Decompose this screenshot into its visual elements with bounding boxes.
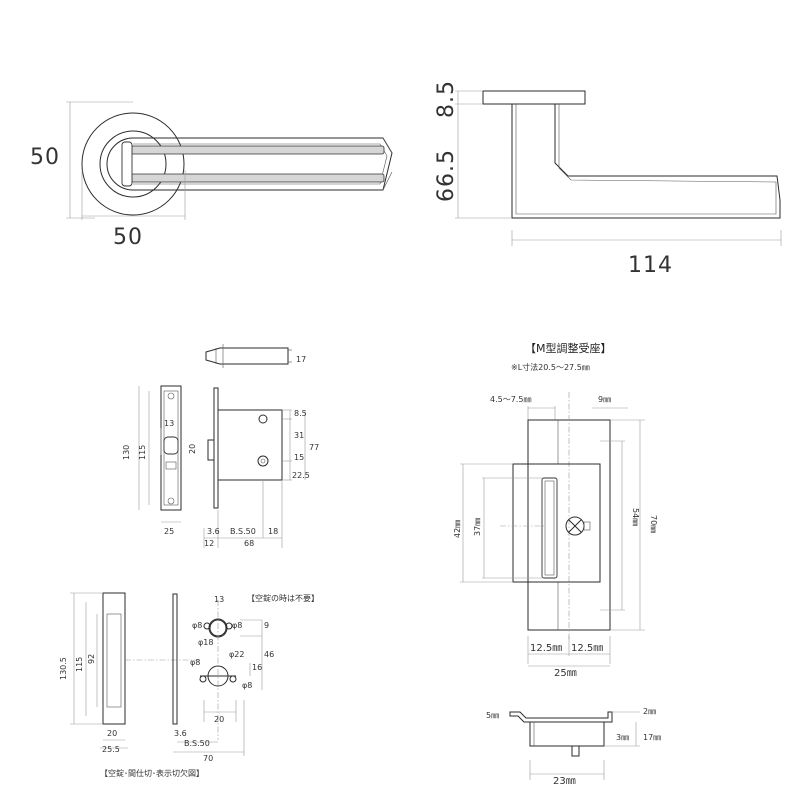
- cutout-caption: 【空錠･間仕切･表示切欠図】: [100, 768, 204, 778]
- lever-side-view: 8.5 66.5 114: [434, 80, 782, 278]
- dim-phi8-c: φ8: [190, 658, 200, 667]
- dim-phi18: φ18: [198, 638, 213, 647]
- dim-front-thickness: 12: [204, 539, 214, 548]
- dim-side-3: 3㎜: [616, 733, 629, 742]
- dim-backset: B.S.50: [230, 527, 256, 536]
- dim-face-thickness: 3.6: [207, 527, 220, 536]
- dim-lever-length: 114: [628, 253, 673, 278]
- dim-16: 16: [252, 663, 262, 672]
- latch-bolt: [205, 347, 289, 365]
- dim-strike-13: 13: [164, 419, 174, 428]
- cutout-face: [102, 592, 126, 725]
- dim-46: 46: [264, 650, 274, 659]
- lock-front-edge: [213, 387, 219, 509]
- dim-bottom-offset: 22.5: [292, 471, 310, 480]
- dim-range: 4.5～7.5㎜: [490, 395, 531, 404]
- dim-70mm: 70㎜: [649, 515, 658, 533]
- dim-lever-height: 66.5: [434, 149, 459, 202]
- dim-strike-9: 9㎜: [598, 395, 611, 404]
- dim-37: 37㎜: [473, 518, 482, 536]
- strike-title: 【M型調整受座】: [525, 341, 612, 355]
- mortise-lock-drawing: 17 130 115 13 20 25 8.5 31 77 15 22.5: [122, 344, 319, 548]
- rose-outer: [81, 112, 185, 216]
- dim-130-5: 130.5: [59, 657, 68, 680]
- lever-groove-top: [125, 145, 385, 155]
- strike-note: ※L寸法20.5～27.5㎜: [511, 362, 590, 372]
- dim-backset-cutout: B.S.50: [184, 739, 210, 748]
- rose-inner: [99, 130, 167, 198]
- cutout-edge: [172, 593, 178, 725]
- dim-phi8-b: φ8: [232, 621, 242, 630]
- dim-13: 13: [214, 595, 224, 604]
- dim-spindle-offset: 31: [294, 431, 304, 440]
- lock-case: [217, 409, 283, 481]
- dim-phi22: φ22: [229, 650, 244, 659]
- dim-rose-width: 50: [113, 225, 143, 250]
- dim-9: 9: [264, 621, 269, 630]
- dim-side-17: 17㎜: [643, 733, 661, 742]
- dim-115: 115: [75, 657, 84, 672]
- dim-width-20-left: 20: [107, 729, 117, 738]
- dim-cylinder-offset: 15: [294, 453, 304, 462]
- strike-plate-drawing: 【M型調整受座】 ※L寸法20.5～27.5㎜ 4.5～7.5㎜ 9㎜ 42㎜ …: [453, 341, 661, 787]
- lever-inner-line: [133, 143, 388, 185]
- lever-side-profile: [511, 104, 781, 219]
- dim-25-5: 25.5: [102, 745, 120, 754]
- dim-half-left: 12.5㎜: [530, 643, 562, 654]
- lever-front-view: 50 50: [30, 101, 393, 250]
- dim-92: 92: [87, 654, 96, 664]
- strike-inner-plate: [512, 463, 601, 583]
- strike-side-flange: [509, 711, 613, 723]
- dim-phi8-d: φ8: [242, 681, 252, 690]
- dim-case-depth: 68: [244, 539, 254, 548]
- dim-phi8-a: φ8: [192, 621, 202, 630]
- latch-opening: [163, 436, 179, 455]
- rose-side: [482, 90, 586, 105]
- dim-side-23: 23㎜: [553, 776, 576, 787]
- spindle-hole: [258, 414, 268, 424]
- lever-handle: [106, 137, 393, 191]
- dim-tail: 18: [268, 527, 278, 536]
- dim-half-right: 12.5㎜: [571, 643, 603, 654]
- dim-rose-projection: 8.5: [434, 80, 459, 118]
- dim-rose-height: 50: [30, 145, 60, 170]
- lever-neck: [121, 141, 133, 187]
- dim-3-6: 3.6: [174, 729, 187, 738]
- dim-overall-height: 77: [309, 443, 319, 452]
- dim-face-height: 130: [122, 445, 131, 460]
- cylinder-hole: [257, 455, 269, 467]
- dim-side-2: 2㎜: [643, 707, 656, 716]
- dim-bolt-projection: 17: [296, 355, 306, 364]
- dim-42: 42㎜: [453, 520, 462, 538]
- dim-70: 70: [203, 754, 213, 763]
- strike-side-box: [529, 721, 605, 747]
- dim-side-5: 5㎜: [486, 711, 499, 720]
- lever-groove-bottom: [125, 173, 385, 183]
- dim-face-width: 25: [164, 527, 174, 536]
- dim-width-20-right: 20: [214, 715, 224, 724]
- cutout-spindle: [209, 619, 227, 637]
- dim-25: 25㎜: [554, 668, 577, 679]
- dim-strike-20: 20: [188, 444, 197, 454]
- dim-case-height: 115: [138, 445, 147, 460]
- dim-54: 54㎜: [631, 508, 640, 526]
- strike-opening: [541, 477, 558, 579]
- label-not-needed: 【空錠の時は不要】: [247, 593, 319, 603]
- dim-top-offset: 8.5: [294, 409, 307, 418]
- cutout-drawing: 130.5 115 92 20 25.5 【空錠の時は不要】 13 φ8 φ8 …: [59, 592, 319, 778]
